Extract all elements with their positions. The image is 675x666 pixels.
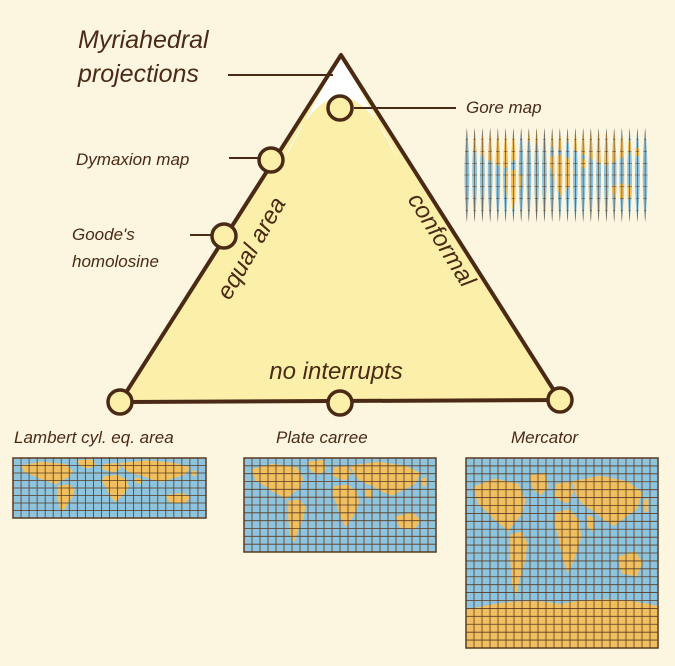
point-gore	[326, 94, 354, 122]
map-gore	[464, 128, 648, 222]
label-gore-map: Gore map	[466, 98, 542, 117]
map-mercator	[465, 457, 659, 649]
point-goode	[210, 222, 238, 250]
point-dymaxion	[257, 146, 285, 174]
label-plate-carree: Plate carree	[276, 428, 368, 447]
label-goode-line2: homolosine	[72, 252, 159, 271]
label-mercator: Mercator	[511, 428, 579, 447]
label-dymaxion-map: Dymaxion map	[76, 150, 189, 169]
label-lambert: Lambert cyl. eq. area	[14, 428, 174, 447]
title-line2: projections	[77, 60, 199, 88]
point-lambert	[106, 388, 134, 416]
leader-lines	[190, 74, 456, 236]
point-mercator	[546, 386, 574, 414]
map-plate-carree	[243, 457, 437, 553]
title-line1: Myriahedral	[78, 26, 210, 54]
label-goode-line1: Goode's	[72, 225, 135, 244]
edge-label-no-interrupts: no interrupts	[269, 358, 402, 385]
point-plate	[326, 389, 354, 417]
triangle-apex-highlight	[285, 55, 397, 158]
map-lambert	[12, 457, 207, 519]
